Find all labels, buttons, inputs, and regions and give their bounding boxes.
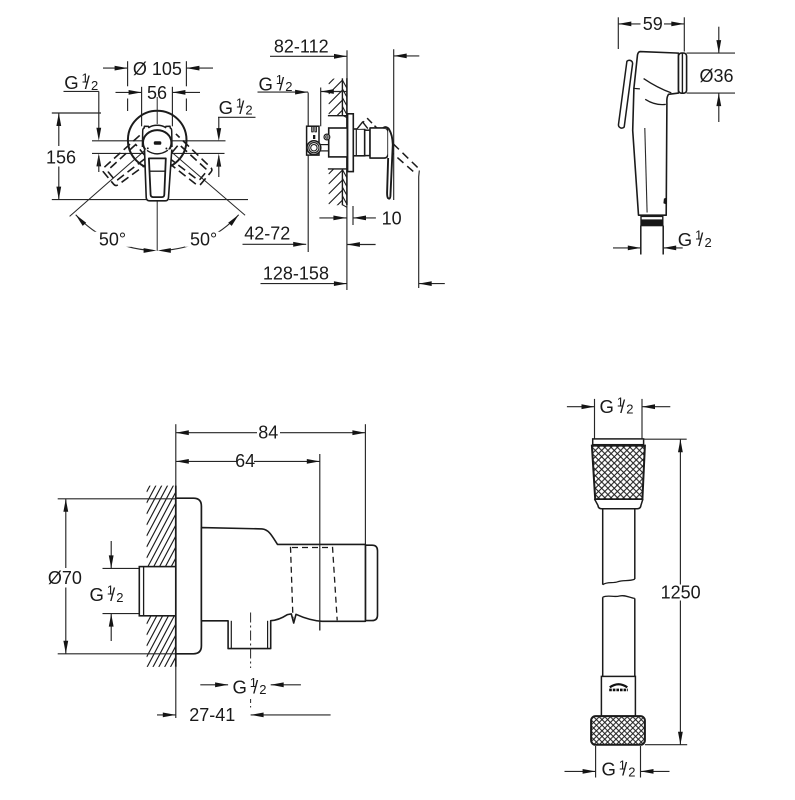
svg-text:50°: 50° — [190, 229, 217, 249]
svg-text:2: 2 — [259, 682, 266, 697]
svg-text:2: 2 — [245, 103, 252, 118]
svg-text:156: 156 — [46, 147, 76, 167]
svg-text:27-41: 27-41 — [189, 705, 235, 725]
svg-text:/: / — [279, 74, 284, 94]
svg-text:/: / — [85, 73, 90, 93]
svg-text:G: G — [219, 97, 233, 118]
svg-text:G: G — [600, 396, 614, 417]
svg-text:2: 2 — [116, 590, 123, 605]
svg-text:1: 1 — [617, 395, 624, 410]
svg-text:2: 2 — [91, 78, 98, 93]
svg-text:1: 1 — [619, 757, 626, 772]
svg-text:1: 1 — [236, 96, 243, 111]
svg-text:2: 2 — [628, 765, 635, 780]
svg-text:1: 1 — [250, 675, 257, 690]
svg-text:G: G — [259, 73, 273, 94]
svg-text:1250: 1250 — [661, 582, 701, 602]
svg-text:2: 2 — [285, 79, 292, 94]
svg-text:82-112: 82-112 — [274, 37, 329, 57]
svg-text:2: 2 — [705, 235, 712, 250]
svg-text:G: G — [678, 229, 692, 250]
svg-text:1: 1 — [276, 72, 283, 87]
svg-text:1: 1 — [695, 228, 702, 243]
svg-text:128-158: 128-158 — [263, 263, 329, 283]
svg-text:/: / — [620, 397, 625, 417]
svg-text:10: 10 — [382, 208, 402, 228]
svg-text:G: G — [64, 72, 78, 93]
svg-text:1: 1 — [82, 71, 89, 86]
svg-text:Ø70: Ø70 — [48, 568, 82, 588]
svg-text:84: 84 — [258, 422, 278, 442]
svg-text:2: 2 — [626, 402, 633, 417]
svg-text:Ø36: Ø36 — [700, 66, 734, 86]
svg-text:Ø 105: Ø 105 — [133, 59, 182, 79]
svg-text:/: / — [239, 98, 244, 118]
svg-text:1: 1 — [107, 583, 114, 598]
svg-text:50°: 50° — [99, 229, 126, 249]
svg-text:56: 56 — [147, 83, 167, 103]
svg-text:/: / — [110, 585, 115, 605]
svg-text:64: 64 — [235, 451, 255, 471]
svg-text:/: / — [622, 760, 627, 780]
svg-text:/: / — [253, 677, 258, 697]
svg-text:G: G — [90, 584, 104, 605]
svg-text:42-72: 42-72 — [244, 224, 290, 244]
svg-text:G: G — [602, 759, 616, 780]
svg-text:G: G — [233, 676, 247, 697]
svg-text:59: 59 — [643, 14, 663, 34]
svg-text:/: / — [698, 230, 703, 250]
